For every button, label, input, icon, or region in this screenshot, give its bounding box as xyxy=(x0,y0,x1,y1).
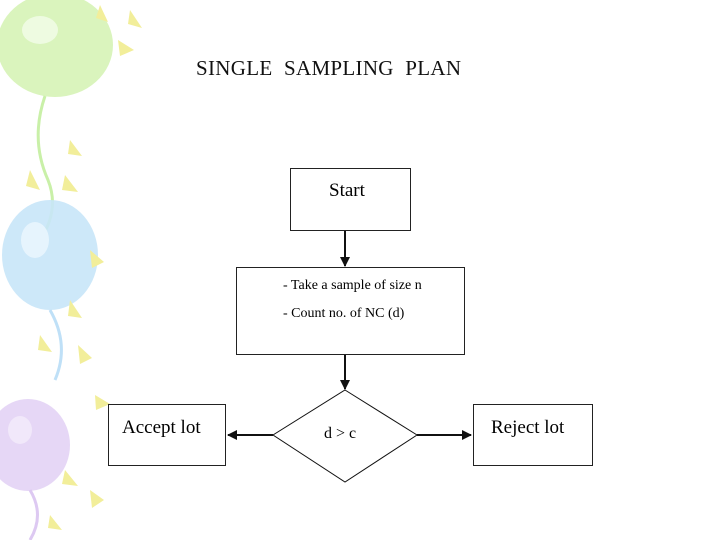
accept-label: Accept lot xyxy=(122,417,201,438)
start-label: Start xyxy=(329,180,365,201)
page-title: SINGLE SAMPLING PLAN xyxy=(196,56,462,80)
accept-node: Accept lot xyxy=(108,404,226,466)
process-step-sample: - Take a sample of size n xyxy=(283,278,422,293)
sparkle-icons xyxy=(26,5,142,530)
decision-label: d > c xyxy=(324,425,357,442)
reject-label: Reject lot xyxy=(491,417,565,438)
process-node: - Take a sample of size n - Count no. of… xyxy=(236,267,465,355)
purple-balloon-icon xyxy=(0,399,70,540)
start-node: Start xyxy=(290,168,411,231)
reject-node: Reject lot xyxy=(473,404,593,466)
blue-balloon-icon xyxy=(2,200,98,381)
process-step-count: - Count no. of NC (d) xyxy=(283,306,405,321)
